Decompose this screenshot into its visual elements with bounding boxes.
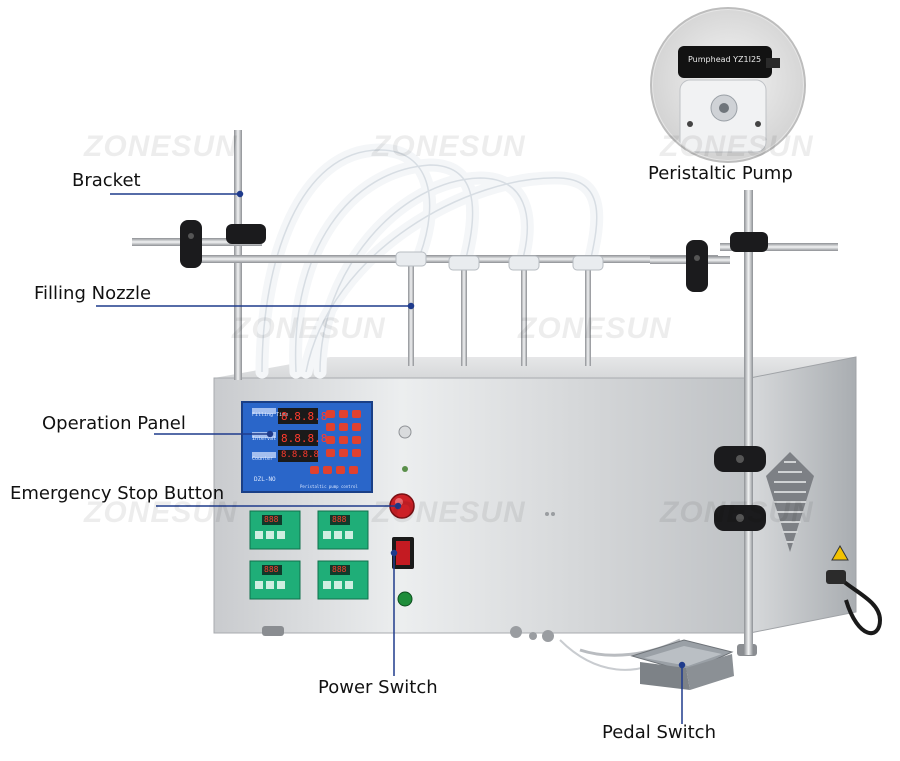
emergency-stop xyxy=(389,493,415,519)
filling-nozzles xyxy=(395,251,604,366)
side-vent xyxy=(766,452,814,552)
warning-sticker xyxy=(831,544,849,561)
label-pedal-switch: Pedal Switch xyxy=(602,722,716,743)
label-filling-nozzle: Filling Nozzle xyxy=(34,283,152,304)
pump-head-text: Pumphead YZ1I25 xyxy=(688,55,762,64)
watermark: ZONESUN xyxy=(372,130,526,163)
watermark: ZONESUN xyxy=(660,496,814,529)
watermark: ZONESUN xyxy=(84,130,238,163)
label-bracket: Bracket xyxy=(72,170,141,191)
module-display: 888 xyxy=(264,515,279,524)
module-display: 888 xyxy=(264,565,279,574)
bracket-rod-right xyxy=(744,190,753,655)
panel-display: 8.8.8.8 xyxy=(281,450,319,460)
watermark: ZONESUN xyxy=(518,312,672,345)
panel-caption: Peristaltic pump control xyxy=(300,484,358,489)
module-display: 888 xyxy=(332,515,347,524)
panel-model: DZL-NO xyxy=(254,476,276,483)
label-operation-panel: Operation Panel xyxy=(42,413,186,434)
panel-display: 8.8.8.8 xyxy=(281,410,328,423)
label-power-switch: Power Switch xyxy=(318,677,438,698)
panel-row-label: Filling Time xyxy=(252,412,289,418)
watermark: ZONESUN xyxy=(660,130,814,163)
operation-panel xyxy=(241,401,373,493)
pedal-switch-body xyxy=(630,639,734,690)
watermark: ZONESUN xyxy=(84,496,238,529)
leader-lines xyxy=(96,190,686,724)
watermark: ZONESUN xyxy=(232,312,386,345)
label-emergency-stop: Emergency Stop Button xyxy=(10,483,225,504)
panel-row-label: Counter xyxy=(252,456,274,462)
panel-display: 8.8.8.8 xyxy=(281,432,328,445)
watermark: ZONESUN xyxy=(372,496,526,529)
power-switch-body xyxy=(392,537,414,569)
panel-row-label: Interval xyxy=(252,436,277,442)
counter-modules xyxy=(249,510,369,600)
module-display: 888 xyxy=(332,565,347,574)
peristaltic-pump-inset xyxy=(650,7,806,163)
label-peristaltic-pump: Peristaltic Pump xyxy=(648,163,793,184)
